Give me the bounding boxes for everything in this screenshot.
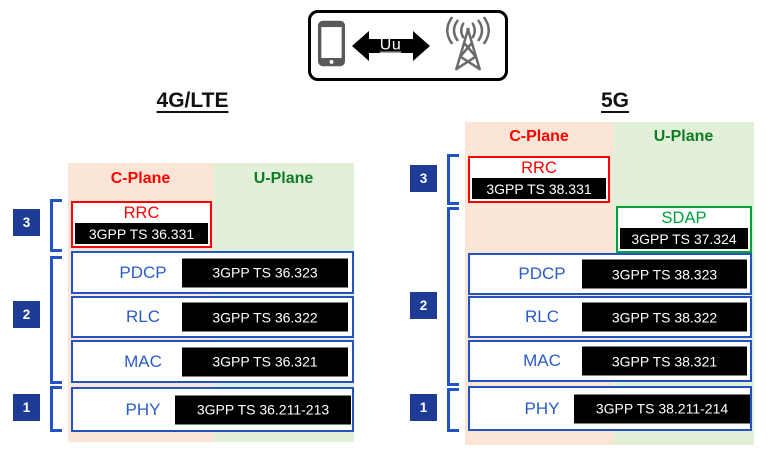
5g-uplane-label: U-Plane <box>653 128 714 145</box>
5g-sdap-label: SDAP <box>661 208 707 227</box>
lte-pdcp-label: PDCP <box>119 262 167 282</box>
lte-mac-spec: 3GPP TS 36.321 <box>182 347 348 376</box>
5g-rrc-label: RRC <box>521 158 557 177</box>
lte-layer3-badge: 3 <box>13 209 40 236</box>
5g-phy-label: PHY <box>524 398 560 418</box>
5g-sdap-spec: 3GPP TS 37.324 <box>620 228 748 249</box>
lte-layer3-bracket <box>50 199 62 252</box>
5g-mac-row: MAC 3GPP TS 38.321 <box>468 340 752 382</box>
5g-mac-spec: 3GPP TS 38.321 <box>582 346 747 376</box>
lte-phy-row: PHY 3GPP TS 36.211-213 <box>71 387 354 432</box>
lte-rrc-label: RRC <box>123 203 160 222</box>
5g-cplane-label: C-Plane <box>509 128 569 145</box>
smartphone-icon <box>317 20 346 72</box>
5g-layer2-bracket <box>447 207 459 386</box>
lte-cplane-label: C-Plane <box>110 170 171 187</box>
lte-title: 4G/LTE <box>156 89 229 112</box>
lte-mac-label: MAC <box>124 351 162 371</box>
5g-layer1-bracket <box>447 388 459 432</box>
5g-rrc-box: RRC 3GPP TS 38.331 <box>468 156 610 203</box>
lte-rlc-row: RLC 3GPP TS 36.322 <box>71 296 354 338</box>
lte-rrc-box: RRC 3GPP TS 36.331 <box>71 201 212 248</box>
5g-rrc-spec: 3GPP TS 38.331 <box>472 178 606 199</box>
5g-pdcp-spec: 3GPP TS 38.323 <box>582 259 747 289</box>
lte-pdcp-spec: 3GPP TS 36.323 <box>182 258 348 287</box>
5g-rlc-label: RLC <box>524 307 559 326</box>
5g-layer3-bracket <box>447 154 459 205</box>
lte-phy-label: PHY <box>125 399 161 419</box>
air-interface-box: Uu <box>308 10 508 81</box>
lte-rlc-label: RLC <box>125 307 160 326</box>
base-station-antenna-icon <box>436 15 500 76</box>
lte-uplane-label: U-Plane <box>253 170 314 187</box>
5g-phy-spec: 3GPP TS 38.211-214 <box>574 394 750 423</box>
5g-sdap-box: SDAP 3GPP TS 37.324 <box>616 206 752 253</box>
lte-layer1-bracket <box>50 386 62 432</box>
lte-mac-row: MAC 3GPP TS 36.321 <box>71 340 354 383</box>
5g-rlc-spec: 3GPP TS 38.322 <box>582 302 747 332</box>
5g-layer1-badge: 1 <box>410 394 437 421</box>
5g-layer3-badge: 3 <box>410 165 437 192</box>
5g-layer2-badge: 2 <box>410 292 437 319</box>
5g-mac-label: MAC <box>523 351 561 370</box>
lte-pdcp-row: PDCP 3GPP TS 36.323 <box>71 251 354 294</box>
5g-pdcp-row: PDCP 3GPP TS 38.323 <box>468 253 752 295</box>
lte-layer2-bracket <box>50 256 62 384</box>
lte-layer1-badge: 1 <box>13 394 40 421</box>
5g-title: 5G <box>600 89 629 112</box>
lte-rlc-spec: 3GPP TS 36.322 <box>182 302 348 332</box>
5g-pdcp-label: PDCP <box>518 264 566 283</box>
lte-phy-spec: 3GPP TS 36.211-213 <box>175 395 351 424</box>
uu-interface-label: Uu <box>379 36 402 54</box>
lte-rrc-spec: 3GPP TS 36.331 <box>75 223 208 244</box>
5g-phy-row: PHY 3GPP TS 38.211-214 <box>468 386 752 431</box>
5g-rlc-row: RLC 3GPP TS 38.322 <box>468 296 752 338</box>
double-arrow-icon: Uu <box>351 26 430 66</box>
lte-layer2-badge: 2 <box>13 301 40 328</box>
